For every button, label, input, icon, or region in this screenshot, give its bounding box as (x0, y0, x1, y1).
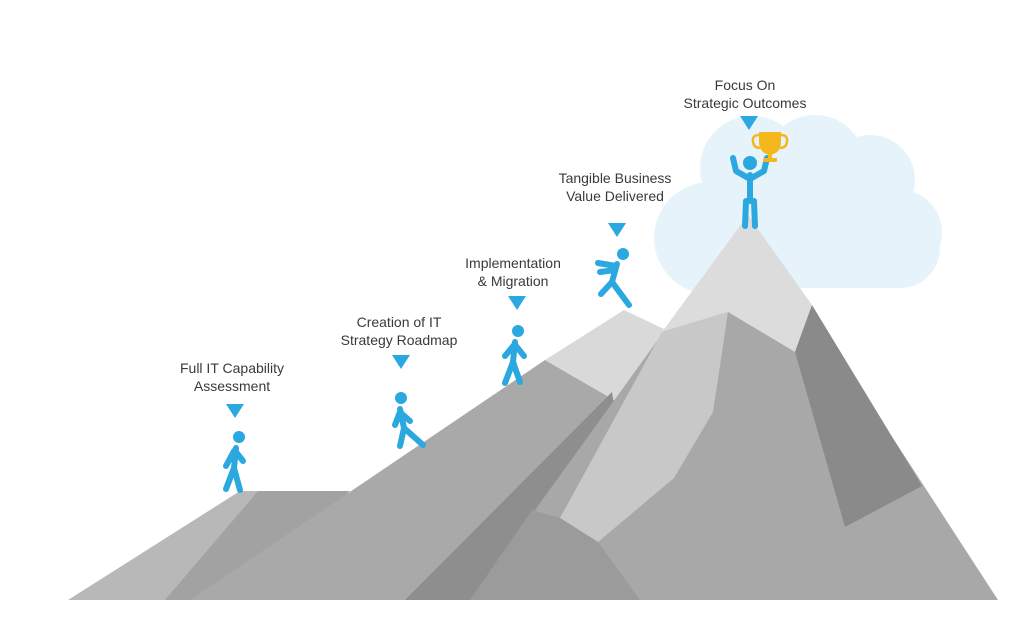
step-label-assessment: Full IT Capability Assessment (122, 359, 342, 395)
trophy-icon (751, 132, 789, 162)
step-label-strategic-outcomes: Focus On Strategic Outcomes (635, 76, 855, 112)
mountain-face (470, 510, 640, 600)
mountain-face (560, 312, 728, 542)
person-icon (502, 325, 527, 386)
step-label-line: Assessment (193, 378, 271, 394)
climbers (223, 155, 770, 493)
person-icon (730, 155, 770, 229)
triangle-down-icon (226, 404, 244, 418)
person-icon (223, 431, 246, 493)
person-icon (595, 248, 632, 308)
step-label-line: Strategic Outcomes (683, 95, 807, 111)
mountain-face (662, 215, 812, 352)
step-label-line: Focus On (714, 77, 776, 93)
step-label-line: Strategy Roadmap (340, 332, 458, 348)
cloud (654, 115, 942, 294)
step-label-line: Value Delivered (566, 188, 664, 204)
triangle-down-icon (608, 223, 626, 237)
mountain-face (795, 305, 922, 527)
triangle-down-icon (392, 355, 410, 369)
step-label-roadmap: Creation of IT Strategy Roadmap (289, 313, 509, 349)
step-markers (226, 116, 758, 418)
step-label-implementation: Implementation & Migration (403, 254, 623, 290)
triangle-down-icon (740, 116, 758, 130)
mountain-range (68, 215, 998, 600)
person-icon (392, 392, 426, 449)
step-label-line: & Migration (477, 273, 549, 289)
step-label-line: Implementation (465, 255, 561, 271)
step-label-line: Creation of IT (356, 314, 442, 330)
mountain-face (165, 491, 350, 600)
triangle-down-icon (508, 296, 526, 310)
step-label-business-value: Tangible Business Value Delivered (505, 169, 725, 205)
step-label-line: Full IT Capability (179, 360, 284, 376)
step-label-line: Tangible Business (558, 170, 672, 186)
